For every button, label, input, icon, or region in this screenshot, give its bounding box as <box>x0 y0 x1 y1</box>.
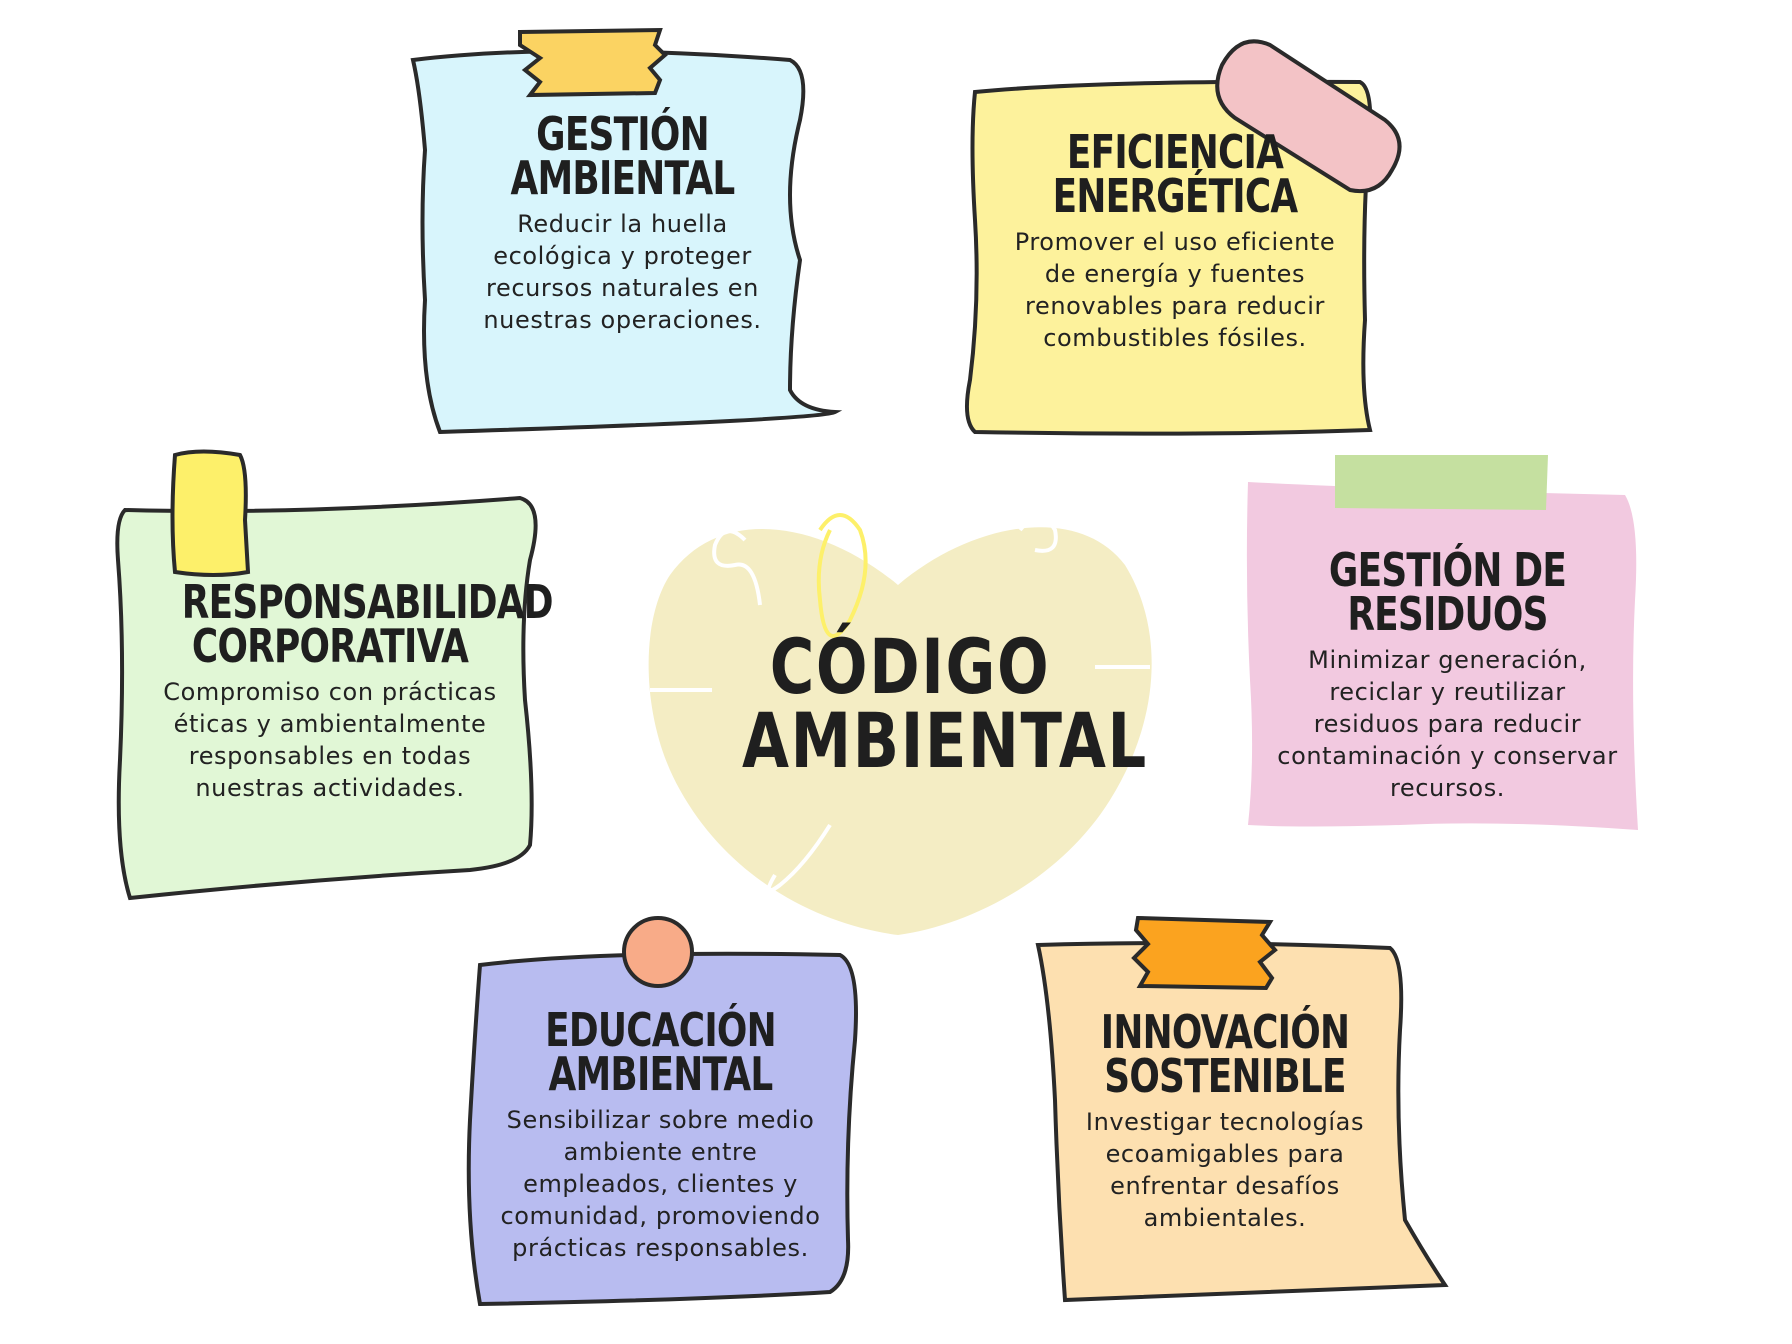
note-5-title-line-2: AMBIENTAL <box>548 1047 773 1101</box>
note-4-title-line-1: GESTIÓN DE <box>1328 543 1567 597</box>
note-4-title: GESTIÓN DE RESIDUOS <box>1313 543 1582 641</box>
heart-doodles <box>650 515 1150 952</box>
diagram-center-title: CÓDIGO AMBIENTAL <box>742 622 1148 785</box>
note-2-title-line-1: EFICIENCIA <box>1066 125 1284 179</box>
note-2-body: Promover el uso eficiente de energía y f… <box>1014 228 1336 352</box>
note-1-title-line-1: GESTIÓN <box>536 107 709 161</box>
note-2-title: EFICIENCIA ENERGÉTICA <box>1042 125 1307 223</box>
note-4-title-line-2: RESIDUOS <box>1347 587 1548 641</box>
tape-yellow <box>170 449 251 577</box>
note-innovacion-sostenible <box>1035 941 1449 1303</box>
note-1-title: GESTIÓN AMBIENTAL <box>496 107 750 205</box>
note-3-title-line-1: RESPONSABILIDAD <box>181 575 554 629</box>
center-title-line-1: CÓDIGO <box>769 622 1051 711</box>
note-6-content: INNOVACIÓN SOSTENIBLE Investigar tecnolo… <box>1065 1005 1385 1234</box>
note-5-title-line-1: EDUCACIÓN <box>545 1003 777 1057</box>
note-responsabilidad-corporativa <box>115 495 538 901</box>
note-5-body: Sensibilizar sobre medio ambiente entre … <box>500 1106 821 1262</box>
note-3-body: Compromiso con prácticas éticas y ambien… <box>163 678 497 802</box>
note-2-content: EFICIENCIA ENERGÉTICA Promover el uso ef… <box>1005 125 1345 354</box>
note-5-title: EDUCACIÓN AMBIENTAL <box>526 1003 795 1101</box>
note-6-title-line-1: INNOVACIÓN <box>1100 1005 1350 1059</box>
note-3-content: RESPONSABILIDAD CORPORATIVA Compromiso c… <box>140 575 554 804</box>
note-educacion-ambiental <box>466 951 858 1307</box>
note-6-body: Investigar tecnologías ecoamigables para… <box>1085 1108 1365 1232</box>
note-4-body: Minimizar generación, reciclar y reutili… <box>1277 646 1618 802</box>
note-6-title: INNOVACIÓN SOSTENIBLE <box>1100 1005 1350 1103</box>
note-1-body: Reducir la huella ecológica y proteger r… <box>483 210 762 334</box>
note-2-title-line-2: ENERGÉTICA <box>1052 169 1299 223</box>
note-1-title-line-2: AMBIENTAL <box>510 151 735 205</box>
note-gestion-ambiental <box>410 49 843 435</box>
tape-yellow-orange <box>518 27 668 98</box>
note-5-content: EDUCACIÓN AMBIENTAL Sensibilizar sobre m… <box>488 1003 833 1264</box>
note-6-title-line-2: SOSTENIBLE <box>1104 1049 1346 1103</box>
tape-pink <box>1215 39 1402 193</box>
note-eficiencia-energetica <box>964 79 1373 436</box>
note-4-content: GESTIÓN DE RESIDUOS Minimizar generación… <box>1275 543 1620 804</box>
center-title-line-2: AMBIENTAL <box>742 696 1148 785</box>
yellow-loop-doodle <box>816 513 868 638</box>
tape-green <box>1335 455 1548 510</box>
note-1-content: GESTIÓN AMBIENTAL Reducir la huella ecol… <box>460 107 785 336</box>
pin-salmon <box>622 916 694 988</box>
note-3-title: RESPONSABILIDAD CORPORATIVA <box>181 575 554 673</box>
tape-orange <box>1131 915 1278 991</box>
heart-shape <box>648 527 1152 935</box>
note-gestion-residuos <box>1246 482 1638 830</box>
note-3-title-line-2: CORPORATIVA <box>191 619 469 673</box>
